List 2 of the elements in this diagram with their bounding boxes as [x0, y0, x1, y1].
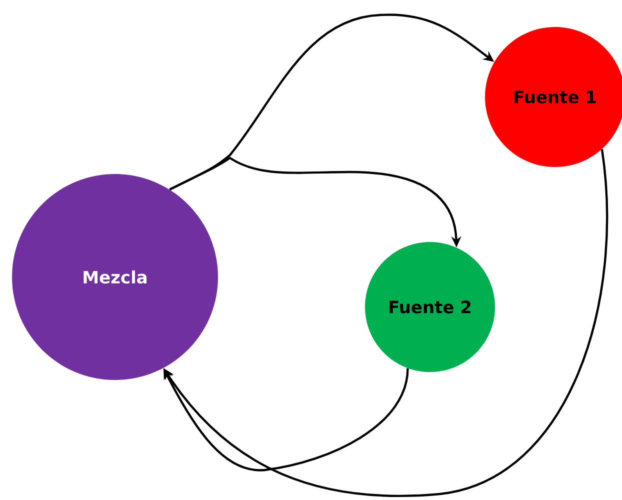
circle-node: Mezcla [12, 174, 218, 380]
circle-node: Fuente 2 [365, 242, 495, 372]
